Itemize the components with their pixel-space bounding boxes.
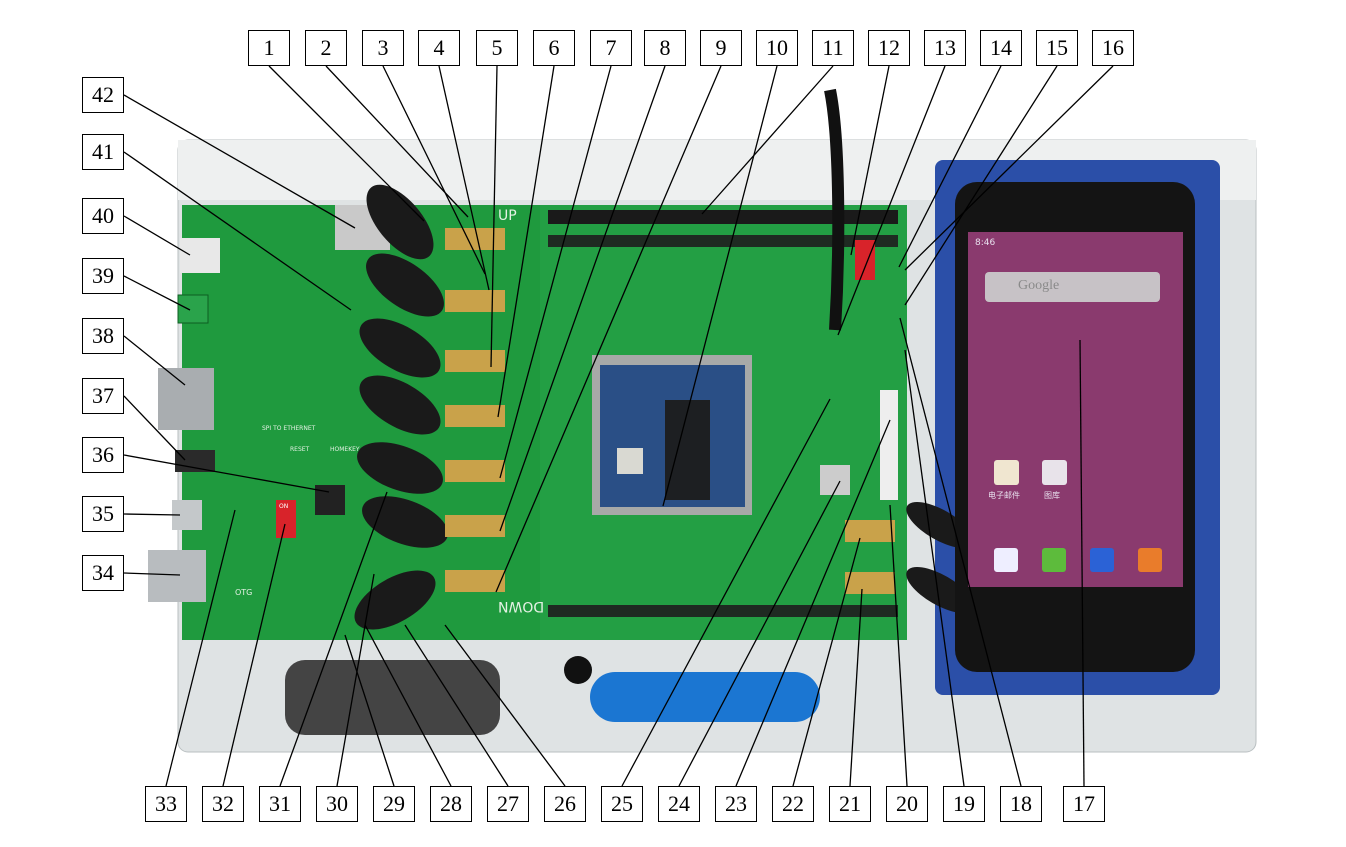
callout-11: 11 xyxy=(812,30,854,66)
callout-42: 42 xyxy=(82,77,124,113)
gallery-app-label: 图库 xyxy=(1044,491,1060,500)
callout-1: 1 xyxy=(248,30,290,66)
callout-8: 8 xyxy=(644,30,686,66)
callout-26: 26 xyxy=(544,786,586,822)
sma-connector xyxy=(445,228,505,250)
module-component xyxy=(617,448,643,474)
header-pins-top-2 xyxy=(548,235,898,247)
sma-connector xyxy=(445,290,505,312)
phone-search-placeholder[interactable]: Google xyxy=(1018,278,1060,293)
callout-34: 34 xyxy=(82,555,124,591)
sma-connector xyxy=(845,572,895,594)
callout-22: 22 xyxy=(772,786,814,822)
callout-10: 10 xyxy=(756,30,798,66)
callout-33: 33 xyxy=(145,786,187,822)
callout-2: 2 xyxy=(305,30,347,66)
callout-40: 40 xyxy=(82,198,124,234)
antenna xyxy=(362,496,448,548)
silk-reset: RESET xyxy=(290,446,310,453)
sma-connector xyxy=(845,520,895,542)
sma-connector xyxy=(445,405,505,427)
callout-20: 20 xyxy=(886,786,928,822)
callout-16: 16 xyxy=(1092,30,1134,66)
antenna xyxy=(357,442,443,494)
leader-lines xyxy=(123,65,1114,787)
silk-spi-ethernet: SPI TO ETHERNET xyxy=(262,425,316,432)
antennas xyxy=(354,184,974,630)
sma-connector xyxy=(445,570,505,592)
callout-35: 35 xyxy=(82,496,124,532)
email-app-label: 电子邮件 xyxy=(988,491,1020,500)
sma-connector xyxy=(445,350,505,372)
browser-app-icon[interactable] xyxy=(1090,548,1114,572)
callout-3: 3 xyxy=(362,30,404,66)
dip-switch-right xyxy=(855,240,875,280)
antenna xyxy=(359,375,441,435)
phone-clock: 8:46 xyxy=(975,238,996,248)
callout-14: 14 xyxy=(980,30,1022,66)
camera-ribbon-cable xyxy=(824,88,845,331)
callout-39: 39 xyxy=(82,258,124,294)
antenna xyxy=(354,570,436,630)
dip-switch-left xyxy=(276,500,296,538)
antenna xyxy=(366,253,444,317)
callout-18: 18 xyxy=(1000,786,1042,822)
gallery-app-icon[interactable] xyxy=(1042,460,1067,485)
callout-36: 36 xyxy=(82,437,124,473)
silk-otg: OTG xyxy=(235,588,253,597)
callout-25: 25 xyxy=(601,786,643,822)
audio-jack xyxy=(175,450,215,472)
callout-37: 37 xyxy=(82,378,124,414)
ethernet-port xyxy=(158,368,214,430)
header-pins-top-1 xyxy=(548,210,898,224)
callout-29: 29 xyxy=(373,786,415,822)
silk-homekey: HOMEKEY xyxy=(330,446,360,453)
callout-41: 41 xyxy=(82,134,124,170)
vibration-motor xyxy=(564,656,592,684)
callout-30: 30 xyxy=(316,786,358,822)
antenna xyxy=(366,184,434,260)
callout-24: 24 xyxy=(658,786,700,822)
speaker-grid xyxy=(285,660,500,735)
callout-21: 21 xyxy=(829,786,871,822)
callout-13: 13 xyxy=(924,30,966,66)
camera-app-icon[interactable] xyxy=(1138,548,1162,572)
silk-up: UP xyxy=(498,208,517,224)
sma-connector xyxy=(445,460,505,482)
usb-port xyxy=(148,550,206,602)
battery xyxy=(590,672,820,722)
callout-6: 6 xyxy=(533,30,575,66)
power-key xyxy=(315,485,345,515)
callout-15: 15 xyxy=(1036,30,1078,66)
callout-27: 27 xyxy=(487,786,529,822)
silk-down: DOWN xyxy=(498,598,545,614)
callout-4: 4 xyxy=(418,30,460,66)
soc-chip xyxy=(665,400,710,500)
email-app-icon[interactable] xyxy=(994,460,1019,485)
terminal-block xyxy=(177,294,209,324)
callout-7: 7 xyxy=(590,30,632,66)
callout-32: 32 xyxy=(202,786,244,822)
silk-on: ON xyxy=(279,503,289,510)
antenna xyxy=(359,318,441,378)
fpc-connector xyxy=(880,390,898,500)
callout-5: 5 xyxy=(476,30,518,66)
phone-app-icon[interactable] xyxy=(994,548,1018,572)
callout-23: 23 xyxy=(715,786,757,822)
callout-31: 31 xyxy=(259,786,301,822)
phone-search-bar[interactable] xyxy=(985,272,1160,302)
callout-38: 38 xyxy=(82,318,124,354)
messages-app-icon[interactable] xyxy=(1042,548,1066,572)
callout-12: 12 xyxy=(868,30,910,66)
power-jack xyxy=(180,238,220,273)
callout-28: 28 xyxy=(430,786,472,822)
header-pins-bottom xyxy=(548,605,898,617)
callout-17: 17 xyxy=(1063,786,1105,822)
callout-19: 19 xyxy=(943,786,985,822)
sma-connector xyxy=(445,515,505,537)
callout-9: 9 xyxy=(700,30,742,66)
